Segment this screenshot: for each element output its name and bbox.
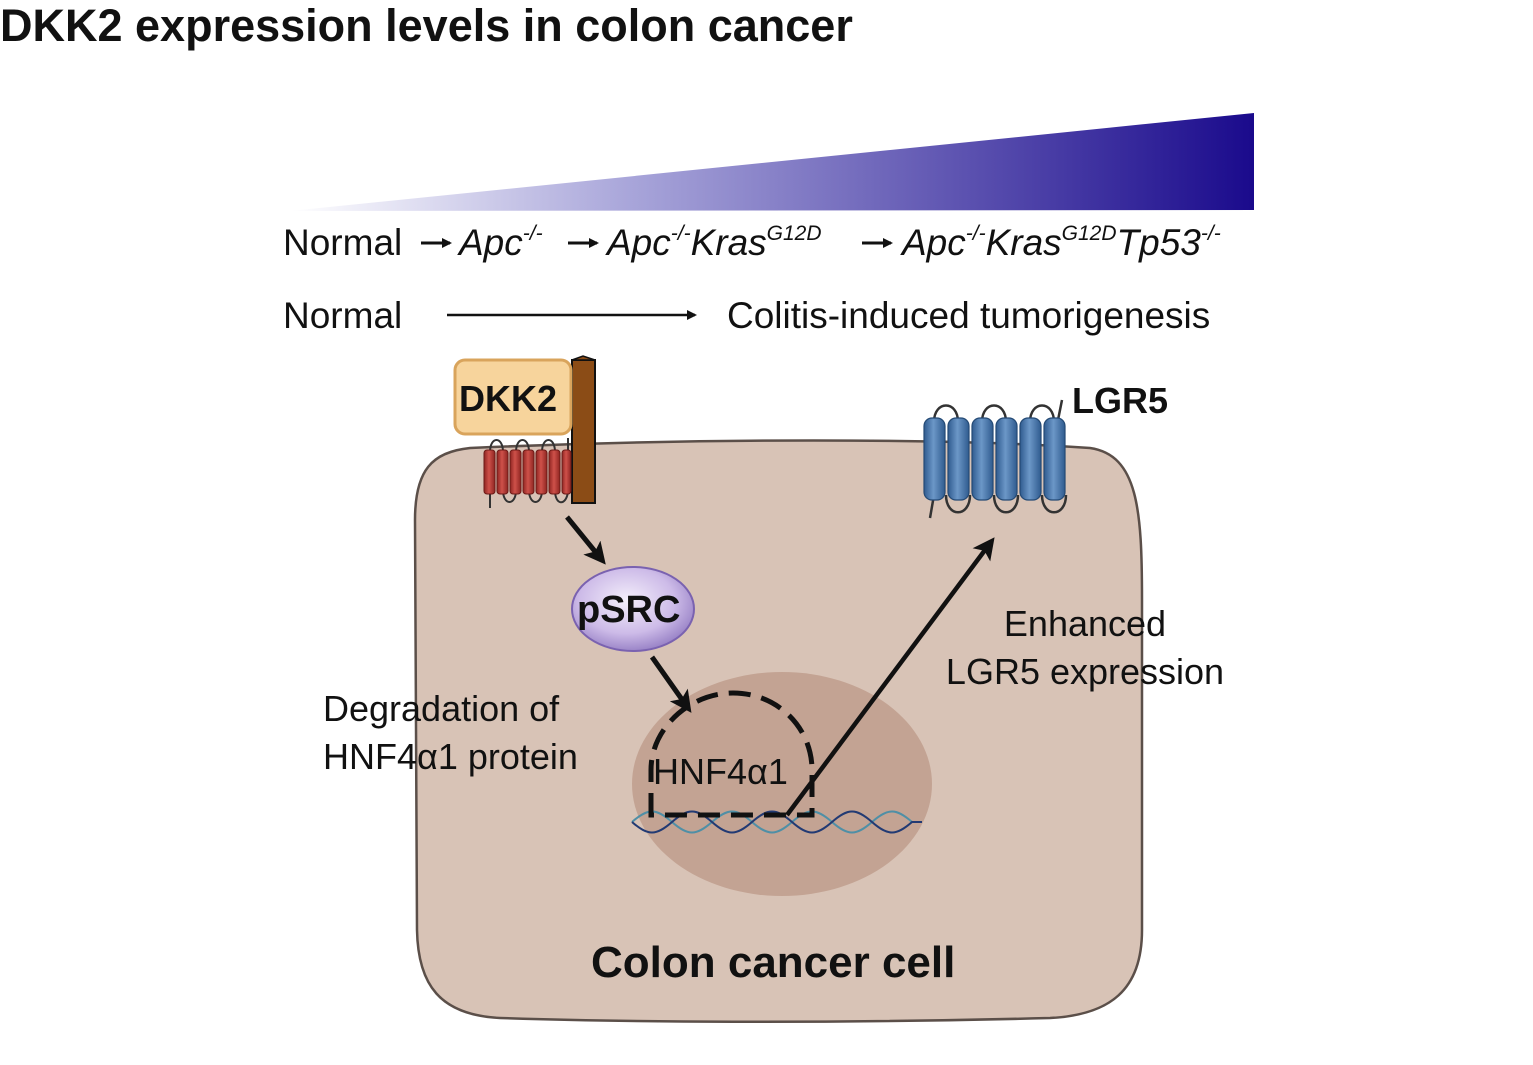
hnf4a1-label: HNF4α1 [653, 751, 788, 792]
genotype-apc-kras-tp53: Apc-/-KrasG12DTp53-/- [902, 222, 1221, 263]
dkk2-ligand-box [453, 358, 573, 436]
enhanced-lgr5-label: Enhanced LGR5 expression [945, 603, 1225, 692]
cell-label: Colon cancer cell [591, 938, 956, 987]
nucleus [632, 672, 932, 896]
dkk2-receptor [483, 438, 572, 508]
degradation-label: Degradation of HNF4α1 protein [323, 688, 578, 777]
progression-start-label: Normal [283, 295, 403, 336]
dkk2-label: DKK2 [459, 378, 558, 419]
genotype-apc: Apc-/- [459, 222, 543, 263]
lgr5-label: LGR5 [1072, 380, 1169, 421]
progression-end-label: Colitis-induced tumorigenesis [727, 295, 1211, 336]
psrc-label: pSRC [577, 589, 681, 631]
genotype-apc-kras: Apc-/-KrasG12D [607, 222, 822, 263]
arrow-dna-to-lgr5 [785, 537, 995, 817]
figure-title: DKK2 expression levels in colon cancer [0, 0, 853, 51]
arrow-psrc-to-hnf4a1 [649, 655, 692, 713]
lgr5-receptor [923, 399, 1068, 519]
lrp-coreceptor [571, 359, 596, 504]
genotype-progression: Normal [283, 222, 402, 264]
genotype-normal: Normal [283, 222, 403, 263]
dna-helix [631, 810, 922, 834]
expression-gradient-wedge [290, 113, 1254, 211]
arrow-dkk2-to-psrc [565, 515, 606, 565]
hnf4a1-degraded-outline [648, 690, 815, 818]
psrc-node [571, 566, 695, 652]
